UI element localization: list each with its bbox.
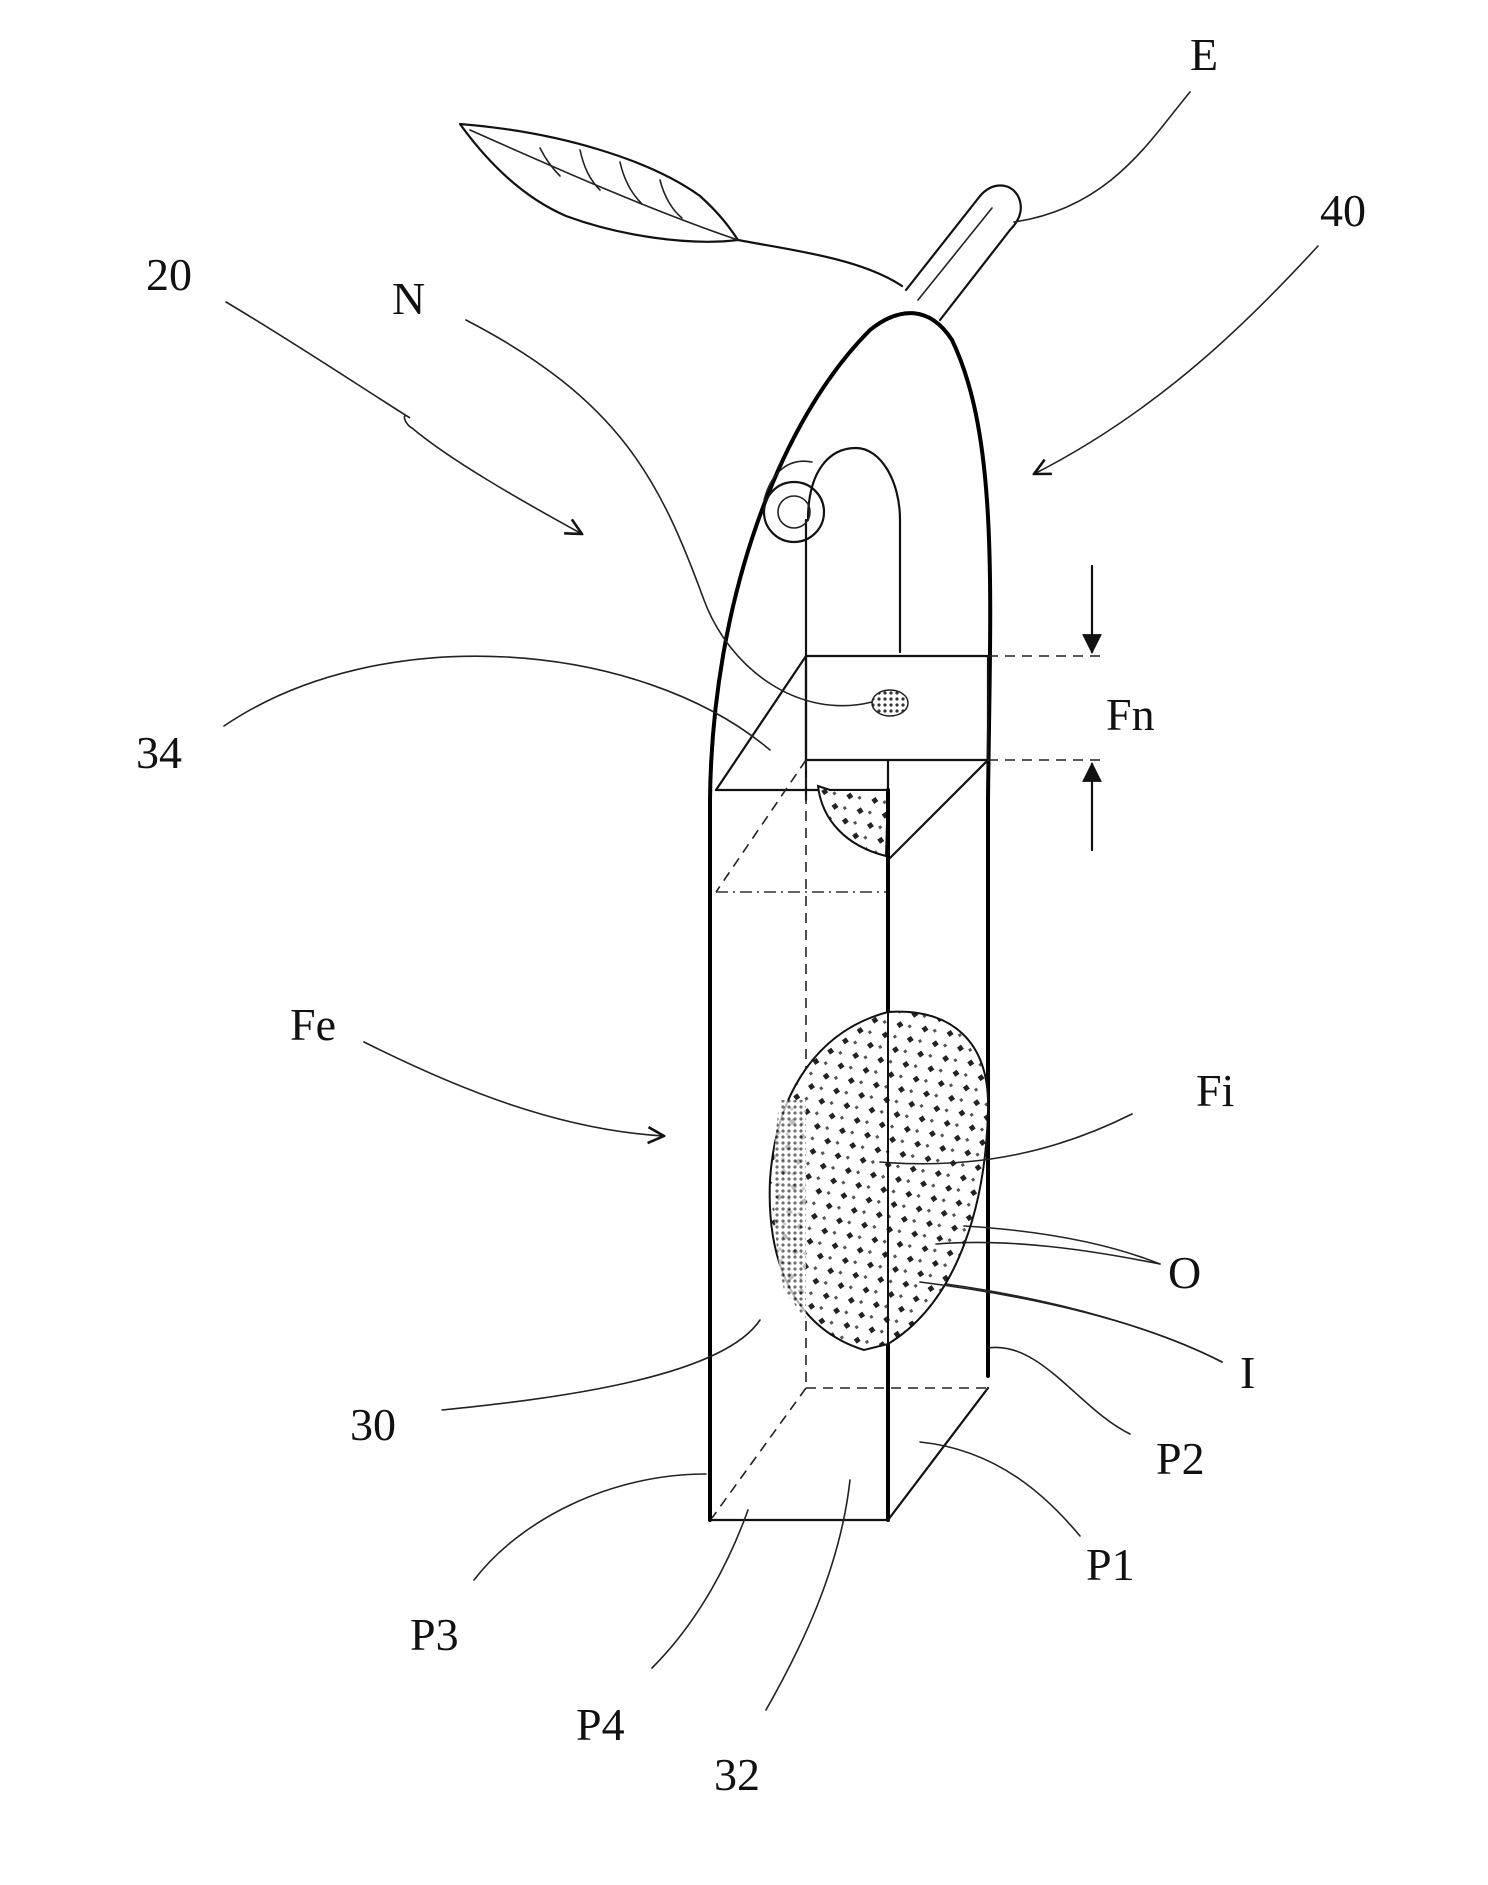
fn-dimension — [988, 566, 1100, 850]
label-P1: P1 — [1086, 1539, 1135, 1590]
leaf-icon — [460, 124, 902, 286]
label-Fi: Fi — [1196, 1065, 1234, 1116]
label-N: N — [392, 273, 425, 324]
label-Fn: Fn — [1106, 689, 1155, 740]
label-P3: P3 — [410, 1609, 459, 1660]
label-P4: P4 — [576, 1699, 625, 1750]
label-34: 34 — [136, 727, 182, 778]
label-40: 40 — [1320, 185, 1366, 236]
branch — [906, 186, 1021, 321]
label-I: I — [1240, 1347, 1255, 1398]
leader-lines — [224, 92, 1318, 1710]
label-O: O — [1168, 1247, 1201, 1298]
label-32: 32 — [714, 1749, 760, 1800]
label-Fe: Fe — [290, 999, 336, 1050]
label-P2: P2 — [1156, 1433, 1205, 1484]
labels: E 40 20 N 34 Fn Fe Fi O I 30 P2 P1 P3 P4… — [136, 29, 1366, 1800]
label-30: 30 — [350, 1399, 396, 1450]
label-20: 20 — [146, 249, 192, 300]
label-E: E — [1190, 29, 1218, 80]
main-body — [710, 790, 988, 1520]
